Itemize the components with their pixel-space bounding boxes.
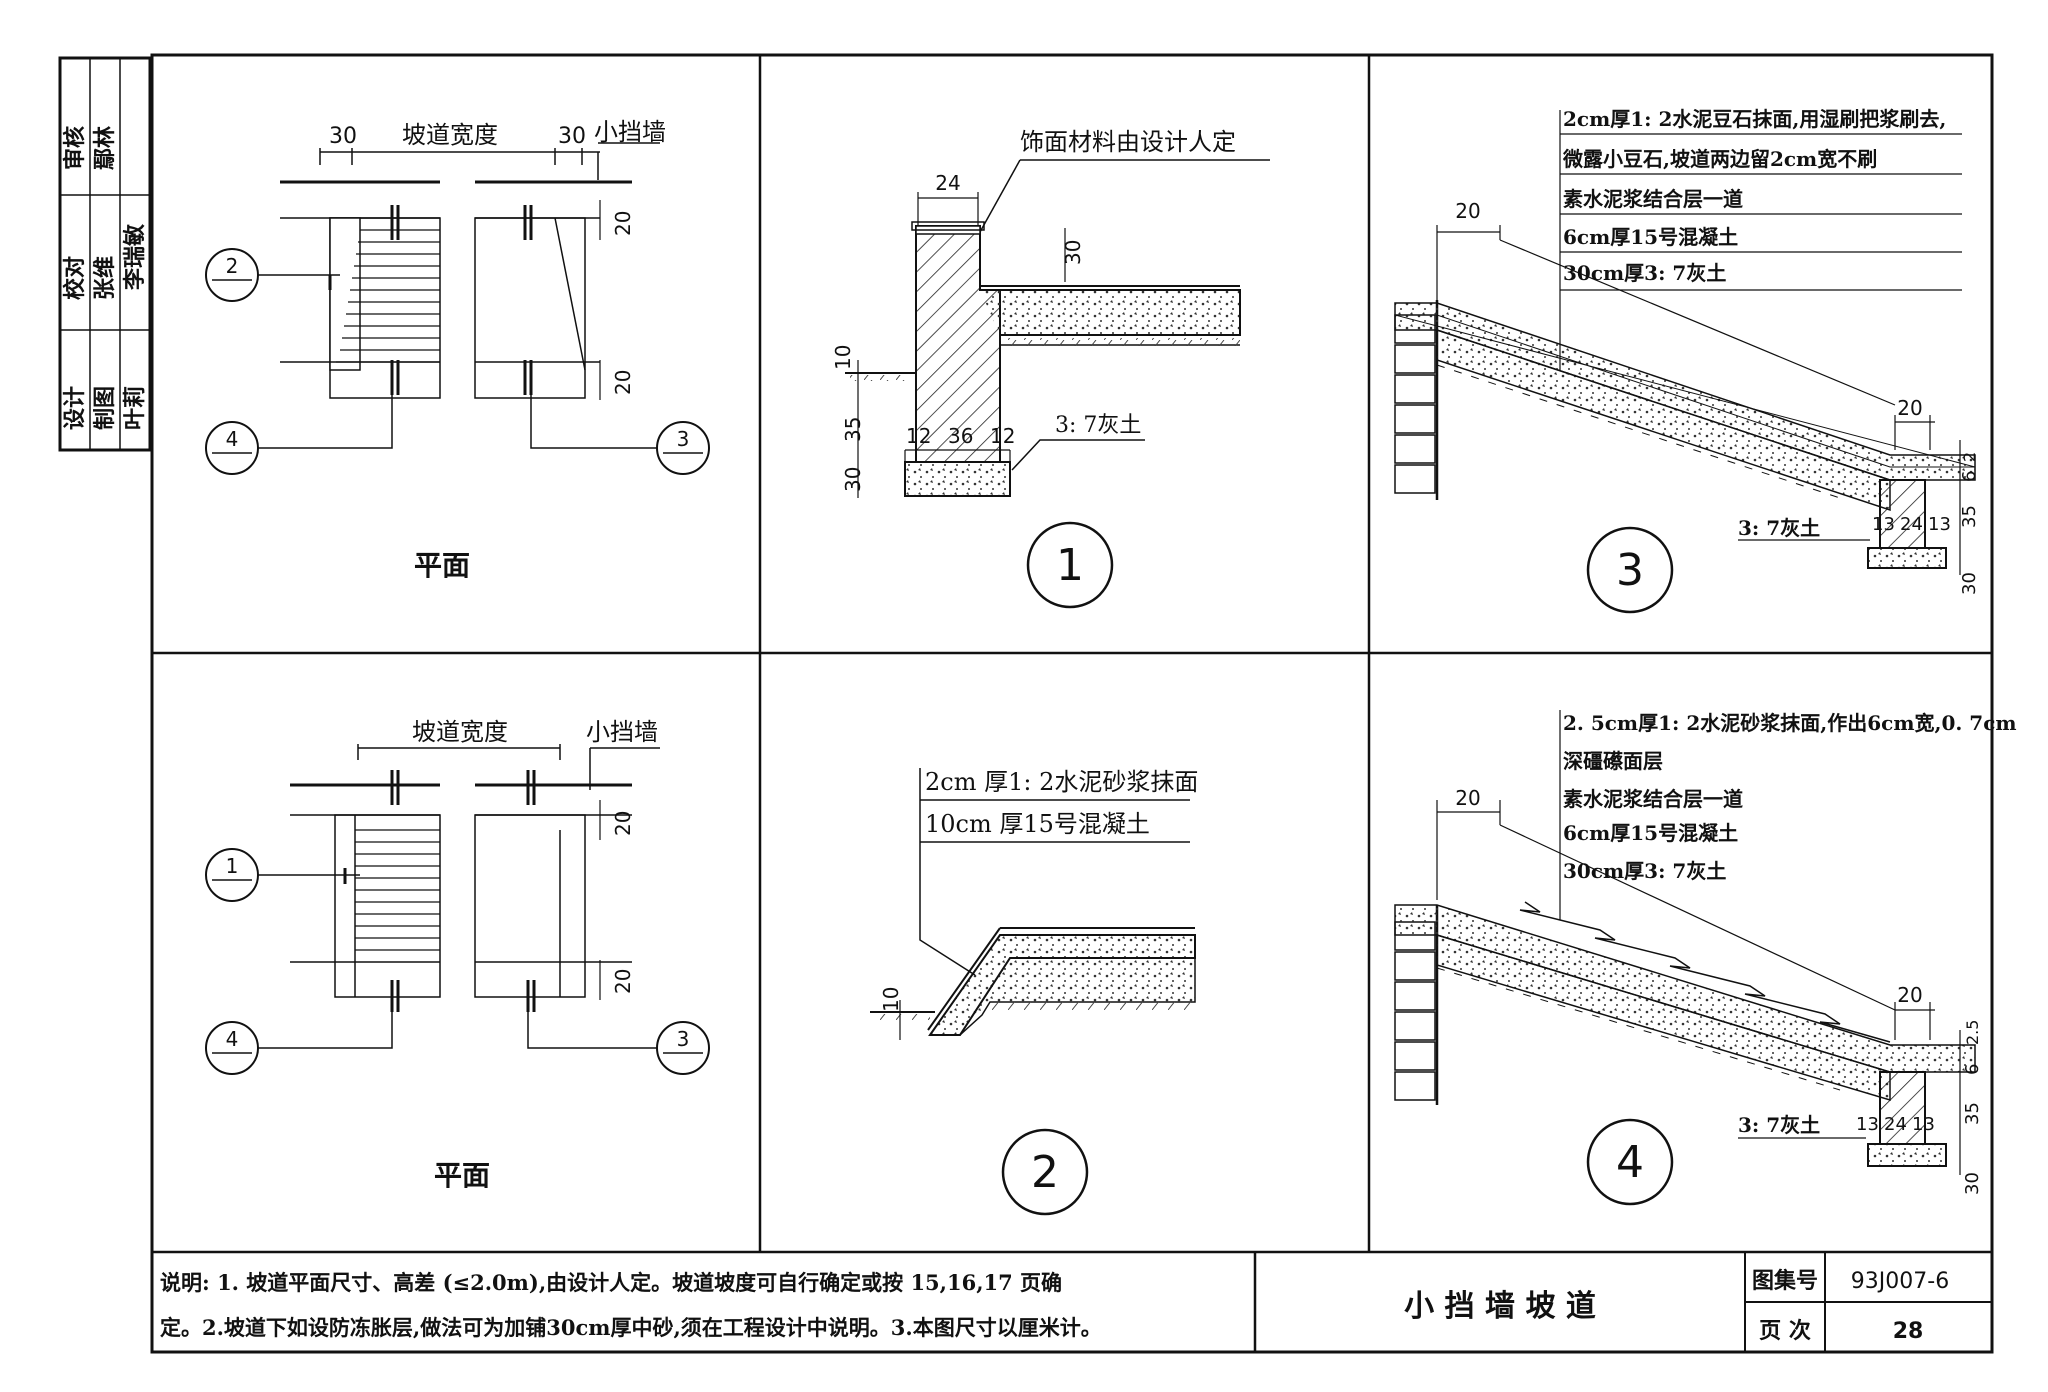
designer-label: 设计 [62,386,88,430]
detail-2-note-2: 10cm 厚15号混凝土 [925,810,1150,838]
detail-3-dim-6: 6 [1959,471,1980,482]
detail-1-dim-24: 24 [935,171,960,195]
detail-4-note-1: 2. 5cm厚1: 2水泥砂浆抹面,作出6cm宽,0. 7cm [1563,711,2017,735]
plan-b-wall-label: 小挡墙 [586,718,658,746]
detail-1-dim-10: 10 [831,345,855,370]
plan-b-title: 平面 [434,1159,490,1192]
detail-4-dim-6: 6 [1962,1064,1983,1075]
detail-3-note-5: 30cm厚3: 7灰土 [1563,261,1726,285]
detail-4-dim-30: 30 [1962,1172,1983,1195]
detail-3-dim-20-top: 20 [1455,199,1480,223]
reviewer-name: 鄢林 [92,126,118,170]
drafter-name: 叶莉 [122,386,148,430]
detail-2-number: 2 [1031,1147,1059,1198]
detail-3-number-circle [1586,526,1674,614]
plan-a-dim-bottom: 20 [611,370,635,395]
detail-3-number: 3 [1616,545,1644,596]
checker-label: 校对 [62,256,88,300]
plan-a-dim-top: 20 [611,211,635,236]
checker-name: 张维 [92,256,118,300]
page-label: 页 次 [1759,1318,1811,1344]
detail-1-dim-30-top: 30 [1061,240,1085,265]
detail-1-dim-36: 36 [948,424,973,448]
detail-4-dim-35: 35 [1962,1102,1983,1125]
detail-3-note-4: 6cm厚15号混凝土 [1563,225,1738,249]
plan-b-callout-1: 1 [226,854,239,878]
detail-3-dim-2: 2 [1960,452,1979,462]
plan-a-callout-3: 3 [677,427,690,451]
detail-4-note-4: 6cm厚15号混凝土 [1563,821,1738,845]
detail-3-note-2: 微露小豆石,坡道两边留2cm宽不刷 [1562,147,1877,171]
detail-4-dim-13a: 13 [1856,1114,1879,1135]
detail-4-dim-25: 2.5 [1963,1020,1982,1045]
detail-3-dim-35: 35 [1959,505,1980,528]
footer: 说明: 1. 坡道平面尺寸、高差 (≤2.0m),由设计人定。坡道坡度可自行确定… [160,1252,1992,1352]
atlas-number-label: 图集号 [1752,1268,1818,1294]
detail-3-note-1: 2cm厚1: 2水泥豆石抹面,用湿刷把浆刷去, [1563,107,1946,131]
detail-1-dim-12a: 12 [906,424,931,448]
plan-a-width-label: 坡道宽度 [402,121,498,149]
plan-b-width-label: 坡道宽度 [412,718,508,746]
sheet-frame [150,53,1994,1354]
designer-name: 李瑞敏 [122,224,148,291]
detail-2-dim-10: 10 [879,987,903,1012]
detail-1-number: 1 [1056,540,1084,591]
detail-4-dim-13b: 13 [1912,1114,1935,1135]
atlas-number-value: 93J007-6 [1851,1269,1949,1294]
plan-b-dim-top: 20 [611,811,635,836]
detail-1-number-circle [1026,521,1114,609]
detail-4-dim-20-top: 20 [1455,786,1480,810]
detail-4-note-3: 素水泥浆结合层一道 [1563,787,1743,811]
detail-4-lime-soil: 3: 7灰土 [1738,1113,1820,1137]
detail-3-dim-20-right: 20 [1897,396,1922,420]
plan-a-callout-4: 4 [226,427,239,451]
detail-2-number-circle [1001,1128,1089,1216]
detail-2-note-1: 2cm 厚1: 2水泥砂浆抹面 [925,768,1198,796]
detail-4-dim-20-right: 20 [1897,983,1922,1007]
drafter-label: 制图 [92,386,118,430]
detail-1-finish-note: 饰面材料由设计人定 [1020,128,1236,156]
footer-note-line-2: 定。2.坡道下如设防冻胀层,做法可为加铺30cm厚中砂,须在工程设计中说明。3.… [160,1315,1102,1340]
plan-b-callout-3: 3 [677,1027,690,1051]
detail-3-lime-soil: 3: 7灰土 [1738,516,1820,540]
detail-3-dim-30: 30 [1959,572,1980,595]
plan-a-callout-2: 2 [226,254,239,278]
page-number: 28 [1893,1319,1924,1344]
plan-a-panel: 30 坡道宽度 30 小挡墙 20 20 [205,118,710,582]
detail-4-number-circle [1586,1118,1674,1206]
detail-3-dim-13a: 13 [1872,514,1895,535]
detail-3-dim-24: 24 [1900,514,1923,535]
plan-a-wall-label: 小挡墙 [594,118,666,146]
title-block: 审核 鄢林 校对 张维 李瑞敏 设计 制图 叶莉 [58,56,152,452]
plan-a-title: 平面 [414,549,470,582]
detail-3-note-3: 素水泥浆结合层一道 [1563,187,1743,211]
detail-1-dim-12b: 12 [990,424,1015,448]
detail-4-note-2: 深礓礤面层 [1563,749,1663,773]
detail-1-dim-35: 35 [841,417,865,442]
plan-b-dim-bottom: 20 [611,969,635,994]
detail-4-note-5: 30cm厚3: 7灰土 [1563,859,1726,883]
detail-4-dim-24: 24 [1884,1114,1907,1135]
detail-1-lime-soil: 3: 7灰土 [1055,413,1141,438]
drawing-title: 小 挡 墙 坡 道 [1404,1289,1596,1324]
detail-4-panel: 2. 5cm厚1: 2水泥砂浆抹面,作出6cm宽,0. 7cm 深礓礤面层 素水… [1394,710,2017,1206]
plan-b-panel: 坡道宽度 小挡墙 20 20 [205,718,710,1192]
detail-4-number: 4 [1616,1137,1644,1188]
detail-1-panel: 饰面材料由设计人定 24 30 10 35 30 12 36 12 3: 7灰土… [831,128,1270,609]
plan-a-dim-left: 30 [329,124,357,149]
detail-2-panel: 2cm 厚1: 2水泥砂浆抹面 10cm 厚15号混凝土 10 2 [870,768,1198,1216]
footer-note-line-1: 说明: 1. 坡道平面尺寸、高差 (≤2.0m),由设计人定。坡道坡度可自行确定… [160,1270,1062,1295]
detail-3-panel: 2cm厚1: 2水泥豆石抹面,用湿刷把浆刷去, 微露小豆石,坡道两边留2cm宽不… [1394,107,1980,614]
detail-3-dim-13b: 13 [1928,514,1951,535]
detail-1-dim-30-bottom: 30 [841,467,865,492]
plan-a-dim-right: 30 [558,124,586,149]
reviewer-label: 审核 [62,126,88,170]
plan-b-callout-4: 4 [226,1027,239,1051]
